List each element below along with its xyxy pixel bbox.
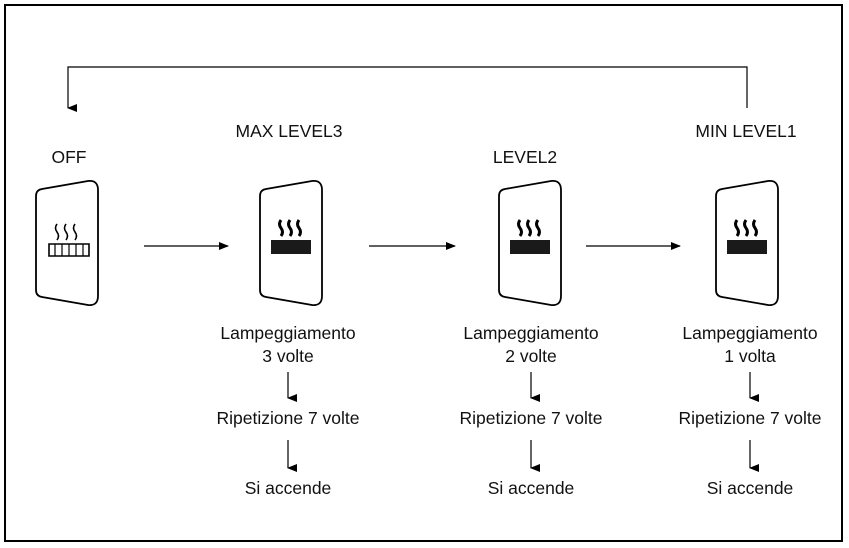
blink-count-level3: 3 volte <box>262 346 314 366</box>
switch-off <box>35 180 99 306</box>
switch-level3 <box>259 180 323 306</box>
blink-label-level2: Lampeggiamento <box>463 323 598 343</box>
state-title-level2: LEVEL2 <box>493 147 557 167</box>
blink-label-level1: Lampeggiamento <box>682 323 817 343</box>
switch-level1 <box>715 180 779 306</box>
diagram-frame <box>4 4 843 542</box>
blink-label-level3: Lampeggiamento <box>220 323 355 343</box>
blink-count-level1: 1 volta <box>724 346 776 366</box>
return-loop-line <box>67 66 748 112</box>
repeat-label-level1: Ripetizione 7 volte <box>679 408 822 428</box>
repeat-label-level2: Ripetizione 7 volte <box>460 408 603 428</box>
result-label-level3: Si accende <box>245 478 332 498</box>
result-label-level1: Si accende <box>707 478 794 498</box>
repeat-label-level3: Ripetizione 7 volte <box>217 408 360 428</box>
blink-count-level2: 2 volte <box>505 346 557 366</box>
state-title-level3: MAX LEVEL3 <box>236 121 343 141</box>
switch-level2 <box>498 180 562 306</box>
state-title-level1: MIN LEVEL1 <box>695 121 796 141</box>
result-label-level2: Si accende <box>488 478 575 498</box>
state-title-off: OFF <box>52 147 87 167</box>
